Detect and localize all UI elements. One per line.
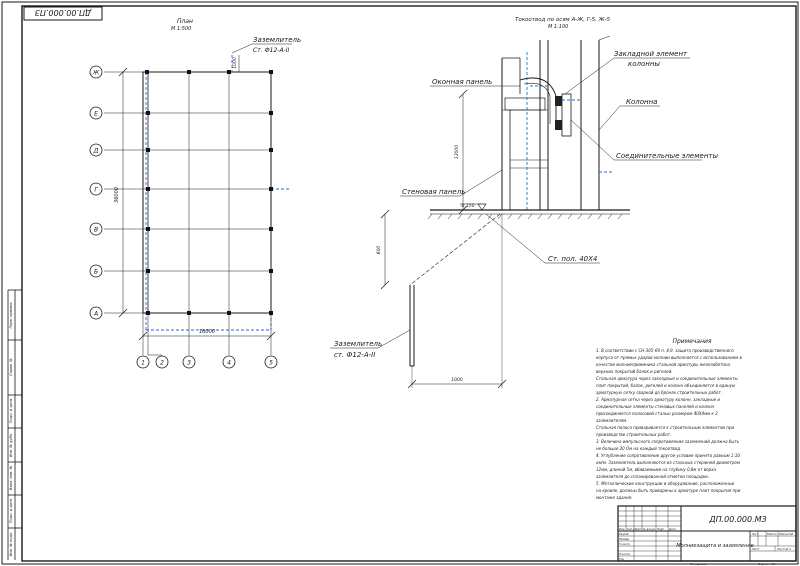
inner-frame	[21, 5, 797, 562]
detail-column: Колонна	[626, 98, 657, 106]
tb-row-4: Н.контр.	[619, 552, 631, 556]
note-line-6: арматурную сетку сваркой до бронях строи…	[596, 390, 722, 395]
detail-dim-horizontal: 1000	[451, 377, 463, 383]
column-axis-markers: 1 2 3 4 5	[136, 354, 278, 369]
margin-label-5: Подп. и дата	[9, 499, 13, 523]
note-line-15: 4. Углубление сопротивление другое услов…	[596, 453, 740, 458]
detail-section	[330, 35, 702, 389]
tb-row-1: Провер.	[619, 537, 630, 541]
tb-sheet: Лист	[751, 547, 760, 551]
tb-row-0: Разраб.	[619, 532, 629, 536]
tb-format: Формат А1	[758, 562, 775, 566]
row-axis-4: В	[94, 227, 98, 234]
note-line-1: корпуса от прямых ударов молнии выполняе…	[596, 355, 742, 360]
title-block-name: Молниезащита и заземление	[676, 543, 753, 549]
col-axis-3: 4	[227, 360, 231, 367]
detail-embedded-element: Закладной элемент	[614, 50, 688, 58]
margin-label-0: Перв. примен.	[9, 302, 13, 329]
detail-window-panel: Оконная панель	[432, 78, 492, 86]
detail-grounding: Заземлитель	[334, 340, 382, 348]
tb-row-2: Т.контр.	[619, 542, 630, 546]
note-line-18: заземлителя до спланированной отметки пл…	[596, 474, 709, 479]
col-axis-4: 5	[269, 360, 273, 367]
row-axis-0: Ж	[92, 70, 100, 77]
tb-mass: Масса	[767, 532, 777, 536]
plan-grounding-label: Заземлитель	[253, 36, 301, 44]
note-line-13: 3. Величина импульсного сопротивления за…	[596, 439, 740, 444]
row-axis-markers: Ж Е Д Г В Б А	[89, 65, 103, 320]
note-line-10: заземлителям.	[596, 418, 627, 423]
top-stamp: ДП.00.000.ПЗ	[35, 8, 93, 17]
tb-col-5: Дата	[668, 527, 676, 531]
row-axis-5: Б	[94, 269, 98, 276]
note-line-2: качестве молниеприемника стальной армату…	[596, 362, 731, 367]
note-line-9: присоединяется полосовой сталью размером…	[596, 411, 718, 416]
note-line-21: монтаже здания.	[596, 495, 632, 500]
note-line-20: на кровле, должны быть приварены к армат…	[596, 488, 741, 493]
note-line-8: соединительные элементы стеновых панелей…	[596, 404, 715, 409]
detail-dim-vertical: 12000	[454, 145, 460, 159]
detail-level: -0,150	[460, 203, 475, 209]
row-axis-6: А	[93, 311, 98, 318]
note-line-7: 2. Арматурная сетка через арматуру колон…	[596, 397, 720, 402]
note-line-19: 5. Металлические конструкции и оборудова…	[596, 481, 735, 486]
note-line-16: ом/м. Заземлитель выполняются из стальны…	[596, 460, 740, 465]
tb-row-5: Утв.	[619, 557, 625, 561]
notes: Примечания 1. В соответствии с СН-305-69…	[596, 338, 742, 500]
plan-scale: М 1:500	[171, 26, 191, 32]
notes-title: Примечания	[672, 338, 711, 345]
tb-col-0: Изм.	[619, 527, 625, 531]
margin-label-1: Справ. №	[9, 358, 13, 376]
note-line-11: Стальная полоса приваривается к строител…	[596, 425, 735, 430]
tb-col-3: № докум.	[642, 528, 656, 531]
note-line-3: верхних покрытий балок и ригелей.	[596, 369, 673, 374]
tb-copied: Копировал	[690, 562, 707, 566]
margin-label-4: Взам. инв. №	[9, 466, 13, 491]
title-block-code: ДП.00.000.МЗ	[708, 515, 766, 524]
tb-col-1: Кол.уч.	[627, 527, 637, 531]
note-line-4: Стальная арматура через закладные и соед…	[596, 376, 738, 381]
margin-label-6: Инв. № подл.	[9, 532, 13, 557]
col-axis-2: 3	[187, 360, 191, 367]
row-axis-2: Д	[93, 148, 99, 155]
plan-grid	[104, 55, 290, 355]
plan-dim-width: 18000	[199, 329, 215, 335]
tb-lit: Лит.	[751, 532, 759, 536]
detail-strip: Ст. пол. 40Х4	[548, 255, 597, 263]
note-line-14: не больше 20 Ом на каждый токоотвод.	[596, 446, 681, 451]
tb-sheets: Листов 1	[776, 547, 791, 551]
plan-dim-top: 1000	[232, 57, 238, 69]
detail-title: Токоотвод по осям А-Ж, Г-5, Ж-5	[515, 17, 611, 23]
col-axis-0: 1	[141, 360, 145, 367]
detail-wall-panel: Стеновая панель	[402, 188, 465, 196]
note-line-5: плит покрытий, балок, ригелей и колонн о…	[596, 383, 736, 388]
row-axis-3: Г	[94, 187, 98, 194]
plan-grounding-spec: Ст. Ф12-А-II	[253, 47, 290, 54]
top-stamp-box	[23, 6, 103, 21]
tb-col-2: Лист	[634, 527, 642, 531]
tb-col-4: Подп.	[657, 527, 665, 531]
tb-scale: Масштаб	[779, 532, 793, 536]
row-axis-1: Е	[94, 111, 98, 118]
detail-scale: М 1:100	[548, 24, 568, 30]
margin-label-3: Инв. № дубл.	[9, 433, 13, 458]
plan-title: План	[177, 18, 193, 25]
left-margin: Перв. примен. Справ. № Подп. и дата Инв.…	[7, 289, 22, 560]
detail-grounding-spec: ст. Ф12-А-II	[334, 351, 375, 359]
detail-connectors: Соединительные элементы	[616, 152, 718, 160]
note-line-12: производстве строительных работ.	[596, 432, 671, 437]
detail-embedded-element-2: колонны	[628, 60, 660, 68]
note-line-0: 1. В соответствии с СН-305-69 п. 4.9. за…	[596, 348, 734, 353]
plan-dim-height: 36000	[114, 187, 120, 203]
title-block	[617, 505, 797, 562]
margin-label-2: Подп. и дата	[9, 399, 13, 423]
col-axis-1: 2	[160, 360, 164, 367]
detail-dim-below: 600	[376, 246, 382, 255]
note-line-17: 12мм, длиной 5м, вбиваемыми на глубину 0…	[596, 467, 716, 472]
